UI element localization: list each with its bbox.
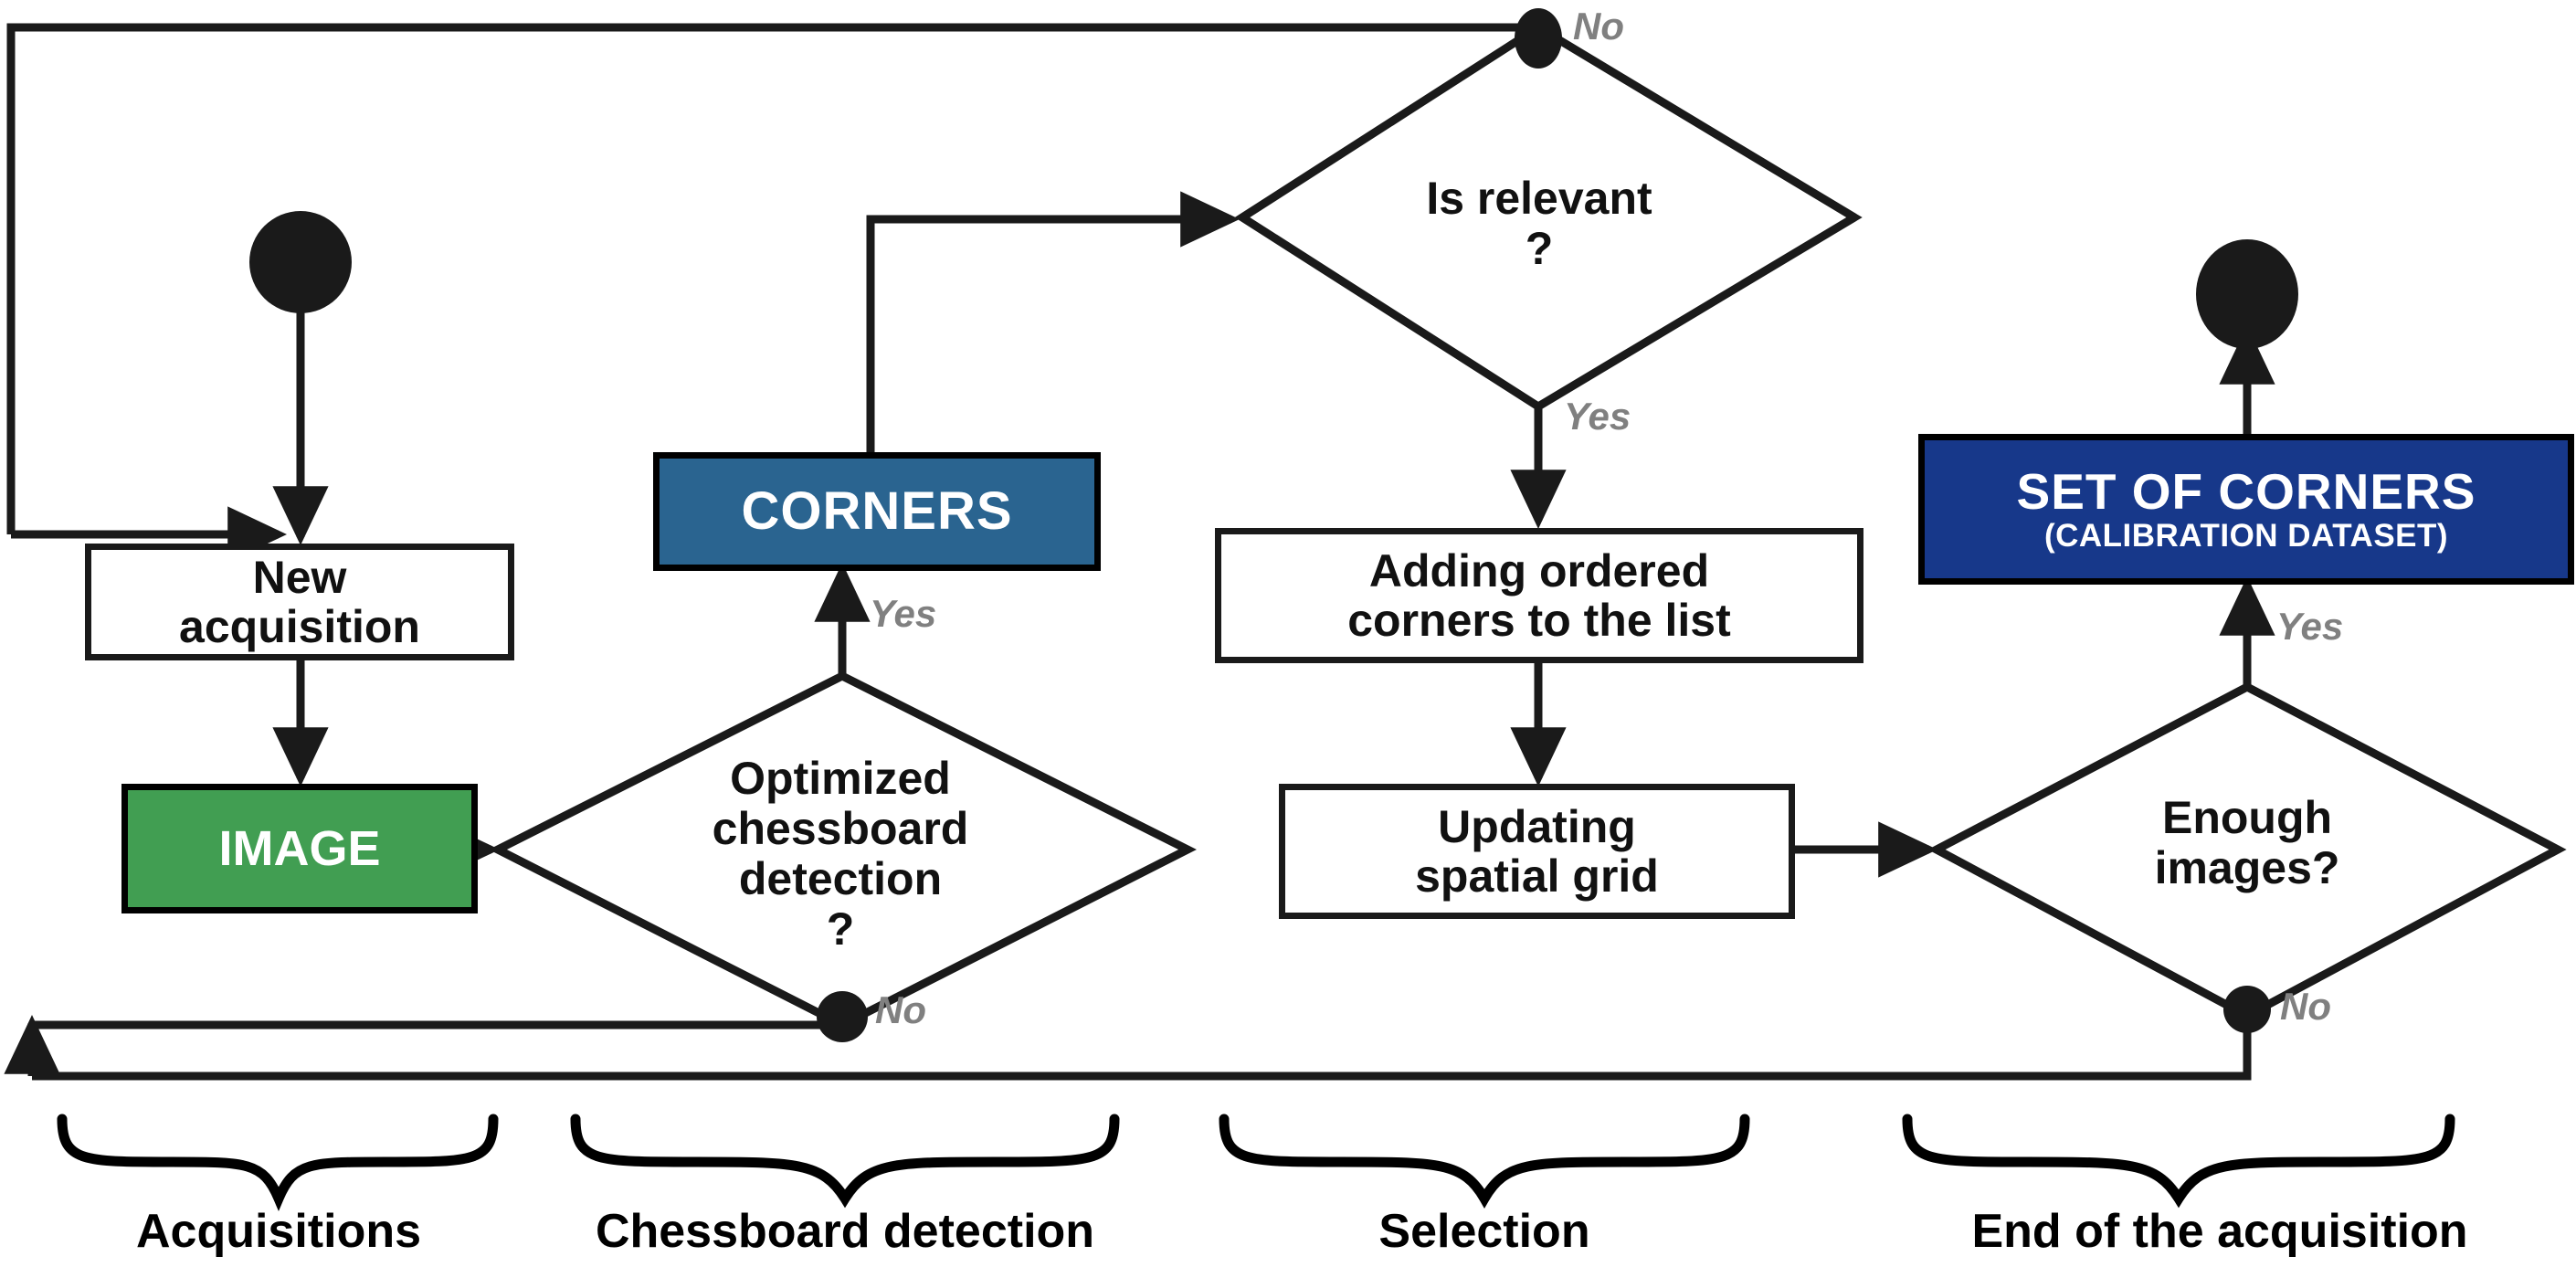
brace-end-of-acquisition xyxy=(1902,1114,2455,1209)
edge-label-enough-yes: Yes xyxy=(2276,605,2344,648)
node-updating-grid[interactable]: Updating spatial grid xyxy=(1279,784,1795,919)
node-image[interactable]: IMAGE xyxy=(121,784,478,913)
new-acquisition-line1: New xyxy=(252,552,347,603)
edge-label-relevant-yes: Yes xyxy=(1564,395,1631,438)
start-node-circle xyxy=(249,211,352,313)
edge-relevant-no-to-top-bus xyxy=(6,23,1538,534)
edge-corners-to-is-relevant xyxy=(866,191,1240,457)
group-label-acquisitions: Acquisitions xyxy=(135,1205,422,1258)
adding-corners-line2: corners to the list xyxy=(1347,595,1731,646)
group-label-selection: Selection xyxy=(1378,1205,1590,1258)
node-corners[interactable]: CORNERS xyxy=(653,452,1101,571)
group-label-end-of-acquisition: End of the acquisition xyxy=(1971,1205,2468,1258)
brace-selection xyxy=(1219,1114,1750,1209)
group-label-chessboard-detection: Chessboard detection xyxy=(595,1205,1095,1258)
is-relevant-decision-shape xyxy=(1234,22,1863,412)
edge-enough-no-to-bottom-bus xyxy=(32,1016,2252,1081)
corners-label: CORNERS xyxy=(741,480,1013,541)
brace-acquisitions xyxy=(57,1114,499,1212)
edge-label-enough-no: No xyxy=(2280,985,2331,1028)
updating-grid-line2: spatial grid xyxy=(1415,850,1659,902)
group-braces xyxy=(57,1114,2455,1212)
chessboard-decision-shape xyxy=(489,670,1197,1030)
adding-corners-line1: Adding ordered xyxy=(1368,545,1710,597)
new-acquisition-line2: acquisition xyxy=(179,601,420,652)
node-set-of-corners[interactable]: SET OF CORNERS (CALIBRATION DATASET) xyxy=(1918,434,2574,585)
junction-dot-chessboard-no xyxy=(817,991,868,1042)
enough-images-decision-shape xyxy=(1927,681,2567,1021)
set-of-corners-line2: (CALIBRATION DATASET) xyxy=(2043,518,2449,554)
junction-dot-enough-no xyxy=(2223,986,2271,1033)
end-node-circle xyxy=(2196,239,2298,349)
edge-label-relevant-no: No xyxy=(1573,5,1624,48)
image-label: IMAGE xyxy=(218,820,381,876)
node-adding-corners[interactable]: Adding ordered corners to the list xyxy=(1215,528,1863,663)
edge-label-chessboard-yes: Yes xyxy=(870,592,937,635)
brace-chessboard-detection xyxy=(570,1114,1120,1209)
node-new-acquisition[interactable]: New acquisition xyxy=(85,544,514,660)
updating-grid-line1: Updating xyxy=(1438,801,1636,852)
junction-dot-relevant-no xyxy=(1515,8,1562,69)
set-of-corners-line1: SET OF CORNERS xyxy=(2016,462,2476,520)
edge-label-chessboard-no: No xyxy=(875,988,926,1031)
